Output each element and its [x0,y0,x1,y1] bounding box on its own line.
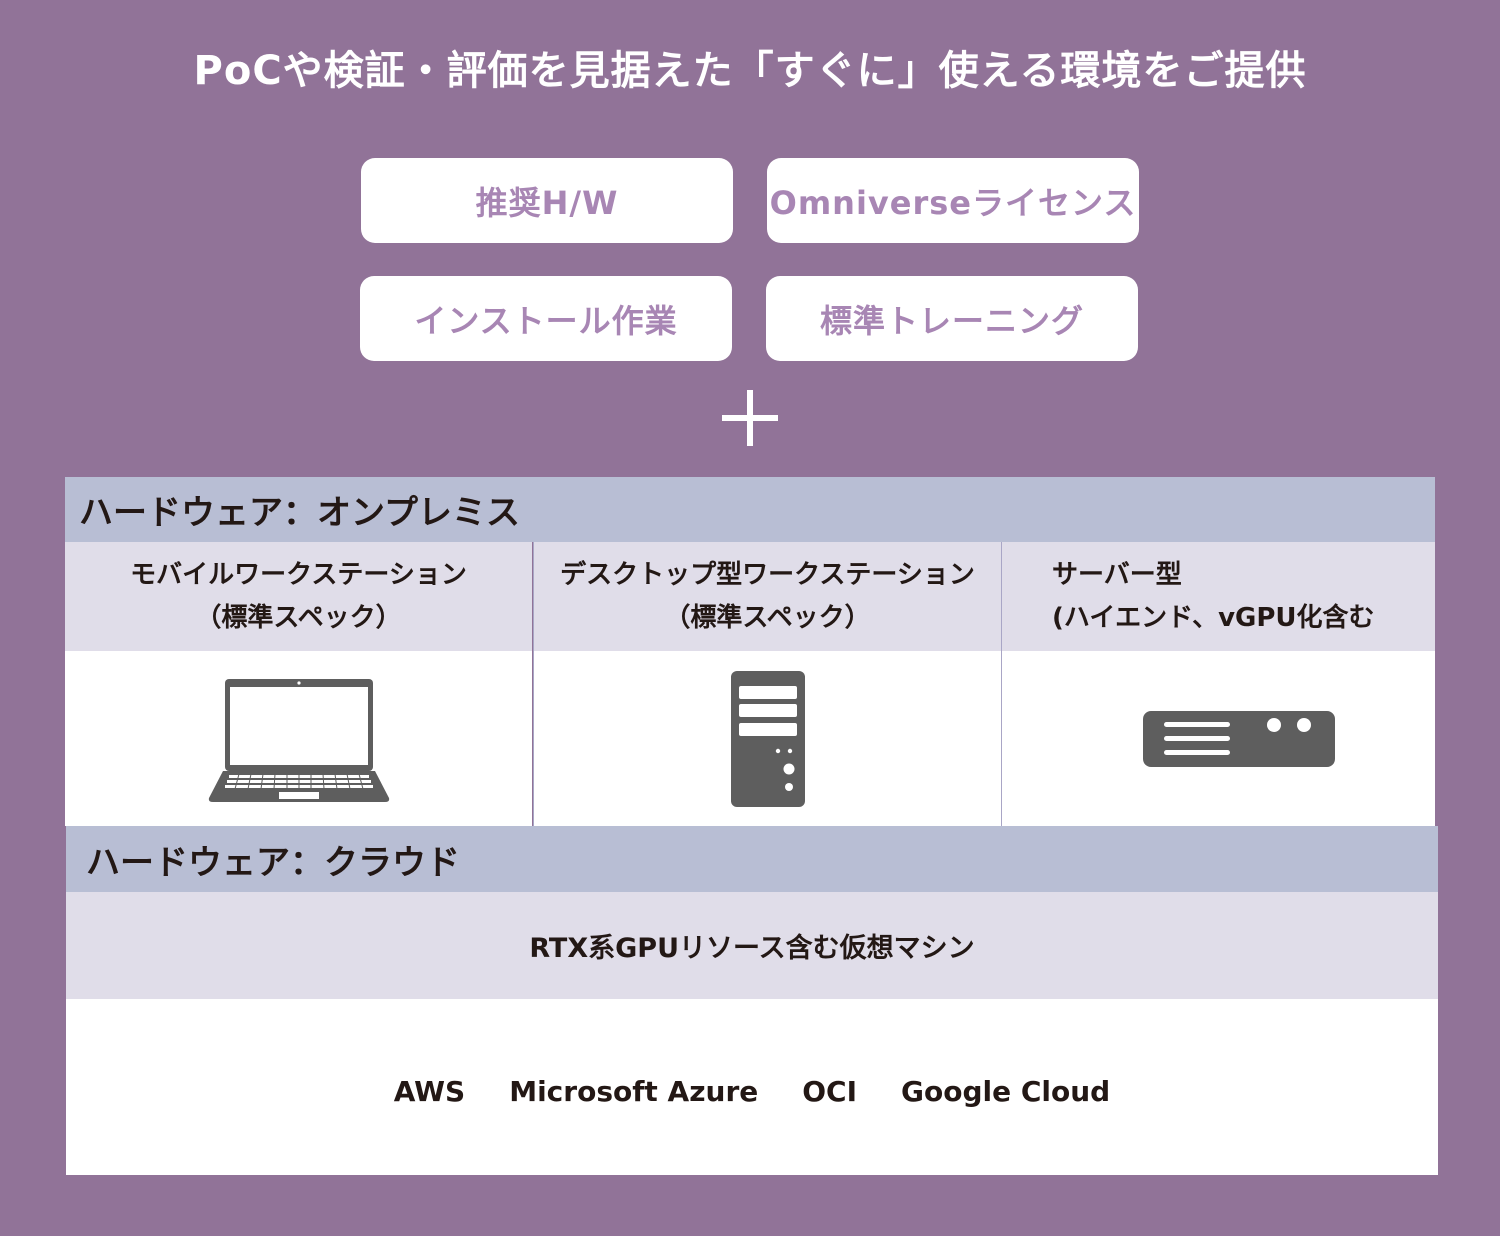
rack-server-icon [1142,710,1335,767]
cloud-provider-list: AWS Microsoft Azure OCI Google Cloud [66,999,1438,1175]
offering-label: インストール作業 [414,301,678,340]
offering-label: 推奨H/W [475,183,619,222]
column-icon-area [65,651,532,826]
laptop-icon [208,678,389,802]
offering-standard-training: 標準トレーニング [766,276,1138,361]
column-label-line2: （標準スペック） [664,602,871,633]
page-title: PoCや検証・評価を見据えた「すぐに」使える環境をご提供 [193,48,1307,94]
provider-aws: AWS [393,1074,466,1108]
offering-recommended-hw: 推奨H/W [361,158,733,243]
offering-installation: インストール作業 [360,276,732,361]
onprem-column-mobile-workstation: モバイルワークステーション （標準スペック） [65,542,532,826]
column-label-line1: デスクトップ型ワークステーション [560,559,975,590]
onprem-heading: ハードウェア：オンプレミス [65,477,1435,542]
offering-omniverse-license: Omniverseライセンス [767,158,1139,243]
cloud-heading: ハードウェア：クラウド [66,826,1438,892]
column-label: モバイルワークステーション （標準スペック） [65,542,532,651]
column-label-line1: サーバー型 [1052,559,1182,590]
plus-icon [722,390,778,446]
column-label-line1: モバイルワークステーション [130,559,467,590]
column-label: デスクトップ型ワークステーション （標準スペック） [534,542,1001,651]
column-label: サーバー型 (ハイエンド、vGPU化含む [1002,542,1435,651]
column-icon-area [1002,651,1435,826]
provider-oci: OCI [802,1074,858,1108]
tower-pc-icon [730,670,805,807]
onprem-column-server: サーバー型 (ハイエンド、vGPU化含む [1001,542,1435,826]
column-icon-area [534,651,1001,826]
onprem-column-desktop-workstation: デスクトップ型ワークステーション （標準スペック） [533,542,1001,826]
offering-label: 標準トレーニング [819,301,1084,340]
column-label-line2: (ハイエンド、vGPU化含む [1052,602,1375,633]
provider-google-cloud: Google Cloud [901,1074,1111,1108]
provider-microsoft-azure: Microsoft Azure [509,1074,759,1108]
cloud-subheading: RTX系GPUリソース含む仮想マシン [66,892,1438,999]
column-label-line2: （標準スペック） [195,602,402,633]
offering-label: Omniverseライセンス [769,183,1137,222]
